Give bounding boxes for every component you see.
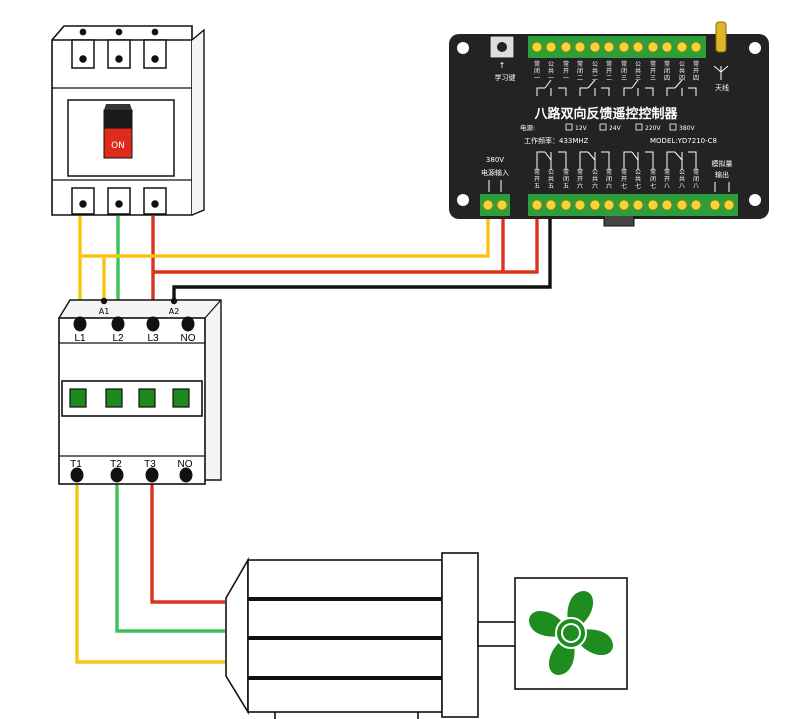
top-terminal-label-10: 常闭四 — [664, 60, 670, 82]
bottom-terminal-label-8: 公共七 — [635, 169, 641, 190]
learn-key-button[interactable] — [489, 35, 515, 59]
breaker-switch-label: ON — [111, 141, 125, 151]
contactor-top-terminals — [73, 316, 195, 332]
terminal-t3: T3 — [144, 459, 156, 470]
wire-yellow-t1 — [75, 478, 225, 664]
bottom-terminal-label-3: 常闭五 — [563, 168, 569, 190]
a1-terminal-dot — [100, 297, 108, 305]
learn-key-label: 学习键 — [495, 73, 516, 82]
top-terminal-labels: 常闭一 公共一 常开一 常闭二 公共二 常开二 常闭三 公共三 常开三 常闭四 公共四 常开四 — [534, 60, 699, 82]
top-terminal-label-2: 公共一 — [548, 61, 554, 82]
bottom-terminal-label-1: 常开五 — [534, 168, 540, 190]
wire-black-a2 — [172, 218, 552, 300]
terminal-l1: L1 — [74, 333, 86, 344]
terminal-no-top: NO — [181, 333, 196, 344]
remote-controller-board: ↑ 学习键 天线 常闭一公共一常开一常闭二公共二常开二常闭三公共三常开三常闭四公… — [449, 21, 769, 227]
relay-symbols-bottom — [536, 151, 697, 170]
bottom-terminal-labels: 常开五 公共五 常闭五 常开六 公共六 常闭六 常开七 公共七 常闭七 常开八 公共八 常闭八 — [534, 168, 699, 190]
bottom-terminal-label-2: 公共五 — [548, 169, 554, 190]
bottom-terminal-label-9: 常闭七 — [650, 168, 656, 190]
model-label: MODEL:YD7210-C8 — [650, 137, 717, 145]
contactor-indicators — [69, 388, 190, 408]
voltage-24v: 24V — [609, 125, 622, 132]
top-terminal-label-1: 常闭一 — [534, 60, 540, 82]
top-terminal-label-6: 常开二 — [606, 60, 612, 82]
contactor: A1 A2 L1 L2 L3 NO T1 T2 T3 NO — [58, 297, 222, 485]
wire-red-control — [153, 218, 539, 274]
contactor-bottom-terminals — [70, 467, 193, 483]
wire-green-t2 — [115, 478, 225, 633]
breaker-switch[interactable]: ON — [103, 104, 133, 159]
voltage-12v: 12V — [575, 125, 588, 132]
voltage-220v: 220V — [645, 125, 661, 132]
voltage-options: 12V 24V 220V 380V — [565, 123, 695, 132]
a2-terminal-dot — [170, 297, 178, 305]
frequency-label: 工作频率：433MHZ — [524, 136, 589, 145]
power-input-label: 电源输入 — [481, 168, 509, 177]
voltage-380v: 380V — [679, 125, 695, 132]
breaker-bottom-terminals — [71, 187, 167, 215]
bottom-terminal-label-12: 常闭八 — [693, 168, 699, 190]
bottom-terminal-label-11: 公共八 — [679, 169, 685, 190]
top-terminal-label-3: 常开一 — [563, 60, 569, 82]
breaker-top-terminals — [71, 28, 167, 69]
terminal-t1: T1 — [70, 459, 82, 470]
top-terminal-label-7: 常闭三 — [621, 60, 627, 82]
top-terminal-label-5: 公共二 — [592, 61, 598, 82]
terminal-l3: L3 — [147, 333, 159, 344]
analog-output-label-2: 输出 — [715, 170, 729, 179]
analog-output-label-1: 模拟量 — [712, 159, 733, 168]
bottom-terminal-label-10: 常开八 — [664, 168, 670, 190]
bottom-terminal-label-4: 常开六 — [577, 168, 583, 190]
top-terminal-label-4: 常闭二 — [577, 60, 583, 82]
bottom-terminal-label-5: 公共六 — [592, 169, 598, 190]
motor — [225, 552, 517, 719]
wire-yellow-a1 — [80, 218, 490, 258]
svg-text:↑: ↑ — [499, 61, 506, 70]
terminal-no-bottom: NO — [178, 459, 193, 470]
antenna-label: 天线 — [715, 83, 729, 92]
input-voltage-label: 380V — [486, 156, 504, 164]
bottom-terminal-label-7: 常开七 — [621, 168, 627, 190]
top-terminal-label-8: 公共三 — [635, 61, 641, 82]
bottom-terminal-strip — [528, 194, 706, 216]
relay-symbols-top — [536, 79, 697, 96]
circuit-breaker: ON — [51, 25, 205, 216]
top-terminal-strip — [528, 36, 706, 58]
analog-output-terminals — [706, 194, 738, 216]
bottom-terminal-label-6: 常闭六 — [606, 168, 612, 190]
controller-title: 八路双向反馈遥控控制器 — [533, 106, 678, 122]
a2-label: A2 — [169, 307, 180, 316]
top-terminal-label-12: 常开四 — [693, 60, 699, 82]
power-label: 电源: — [520, 123, 535, 132]
wire-red-t3 — [150, 478, 225, 604]
terminal-t2: T2 — [110, 459, 122, 470]
terminal-l2: L2 — [112, 333, 124, 344]
top-terminal-label-9: 常开三 — [650, 60, 656, 82]
a1-label: A1 — [99, 307, 110, 316]
top-terminal-label-11: 公共四 — [679, 61, 685, 82]
antenna-icon — [713, 21, 729, 80]
power-input-terminals — [480, 194, 510, 216]
fan-icon — [514, 577, 628, 690]
